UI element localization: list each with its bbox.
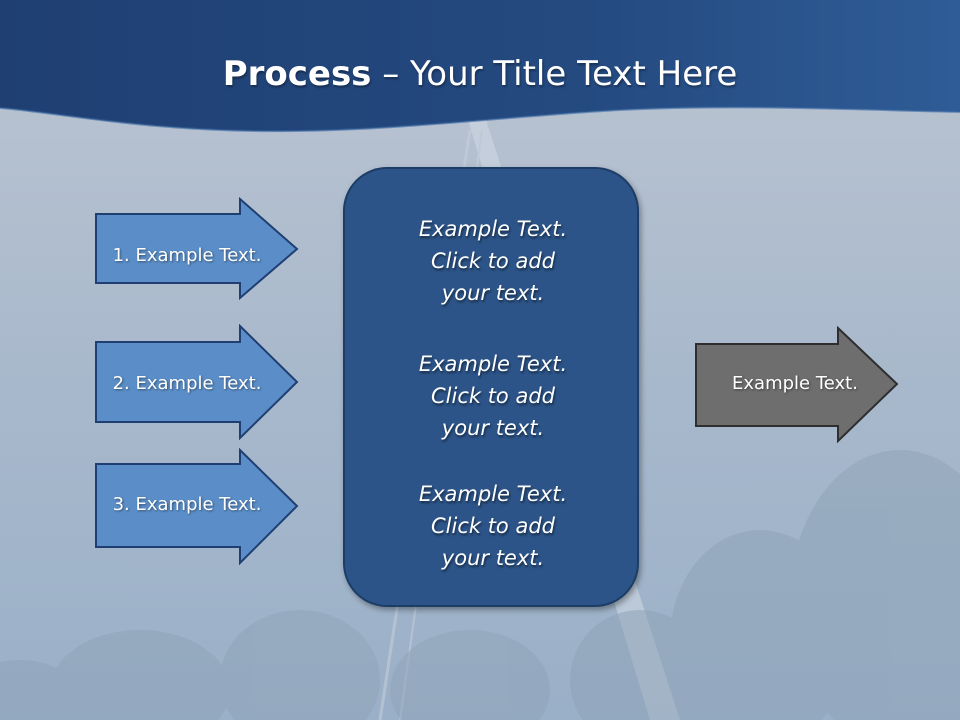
page-title-rest: – Your Title Text Here — [371, 54, 738, 94]
center-text-block-2[interactable]: Example Text. Click to add your text. — [418, 352, 568, 440]
input-arrow-1-label: 1. Example Text. — [112, 245, 262, 266]
center-process-box[interactable]: Example Text. Click to add your text. Ex… — [343, 167, 639, 607]
input-arrow-2-label: 2. Example Text. — [112, 373, 262, 394]
input-arrow-3-label: 3. Example Text. — [112, 494, 262, 515]
input-arrow-1[interactable] — [94, 197, 300, 301]
input-arrow-3[interactable] — [94, 448, 300, 566]
page-title-bold: Process — [222, 54, 372, 94]
center-text-block-3[interactable]: Example Text. Click to add your text. — [418, 482, 568, 570]
output-arrow-label: Example Text. — [732, 373, 858, 394]
page-title: Process – Your Title Text Here — [0, 52, 960, 96]
output-arrow[interactable] — [694, 326, 900, 444]
center-text-block-1[interactable]: Example Text. Click to add your text. — [418, 217, 568, 305]
header-wave — [0, 0, 960, 132]
input-arrow-2[interactable] — [94, 324, 300, 440]
trees-silhouette — [0, 450, 960, 720]
